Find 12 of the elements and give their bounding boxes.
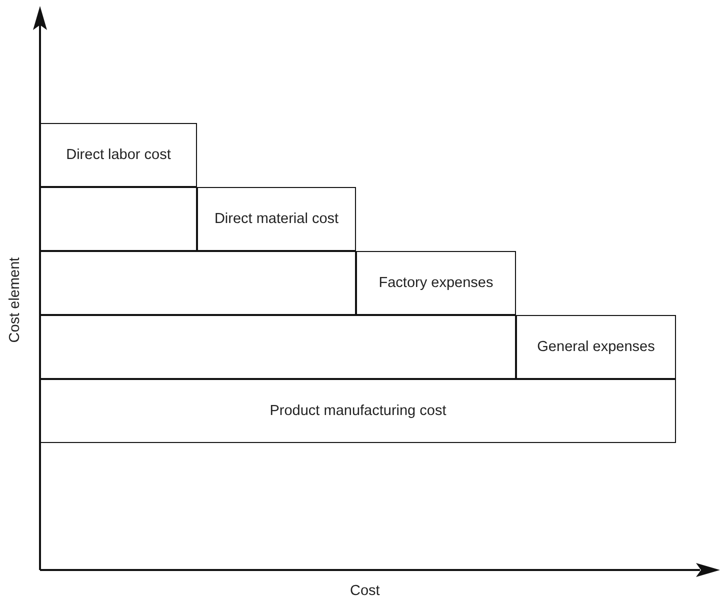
box-label: Direct material cost bbox=[214, 210, 339, 229]
box-label: Factory expenses bbox=[378, 274, 494, 293]
box-label: Direct labor cost bbox=[66, 146, 171, 165]
cost-box bbox=[40, 379, 676, 443]
box-label: General expenses bbox=[537, 338, 655, 357]
cost-box bbox=[40, 123, 197, 187]
cost-box bbox=[516, 315, 676, 379]
axis-label: Cost bbox=[350, 583, 380, 599]
cost-box bbox=[197, 187, 356, 251]
box-label: Product manufacturing cost bbox=[270, 402, 446, 421]
axis-label: Cost element bbox=[7, 256, 23, 345]
cost-box bbox=[356, 251, 516, 315]
